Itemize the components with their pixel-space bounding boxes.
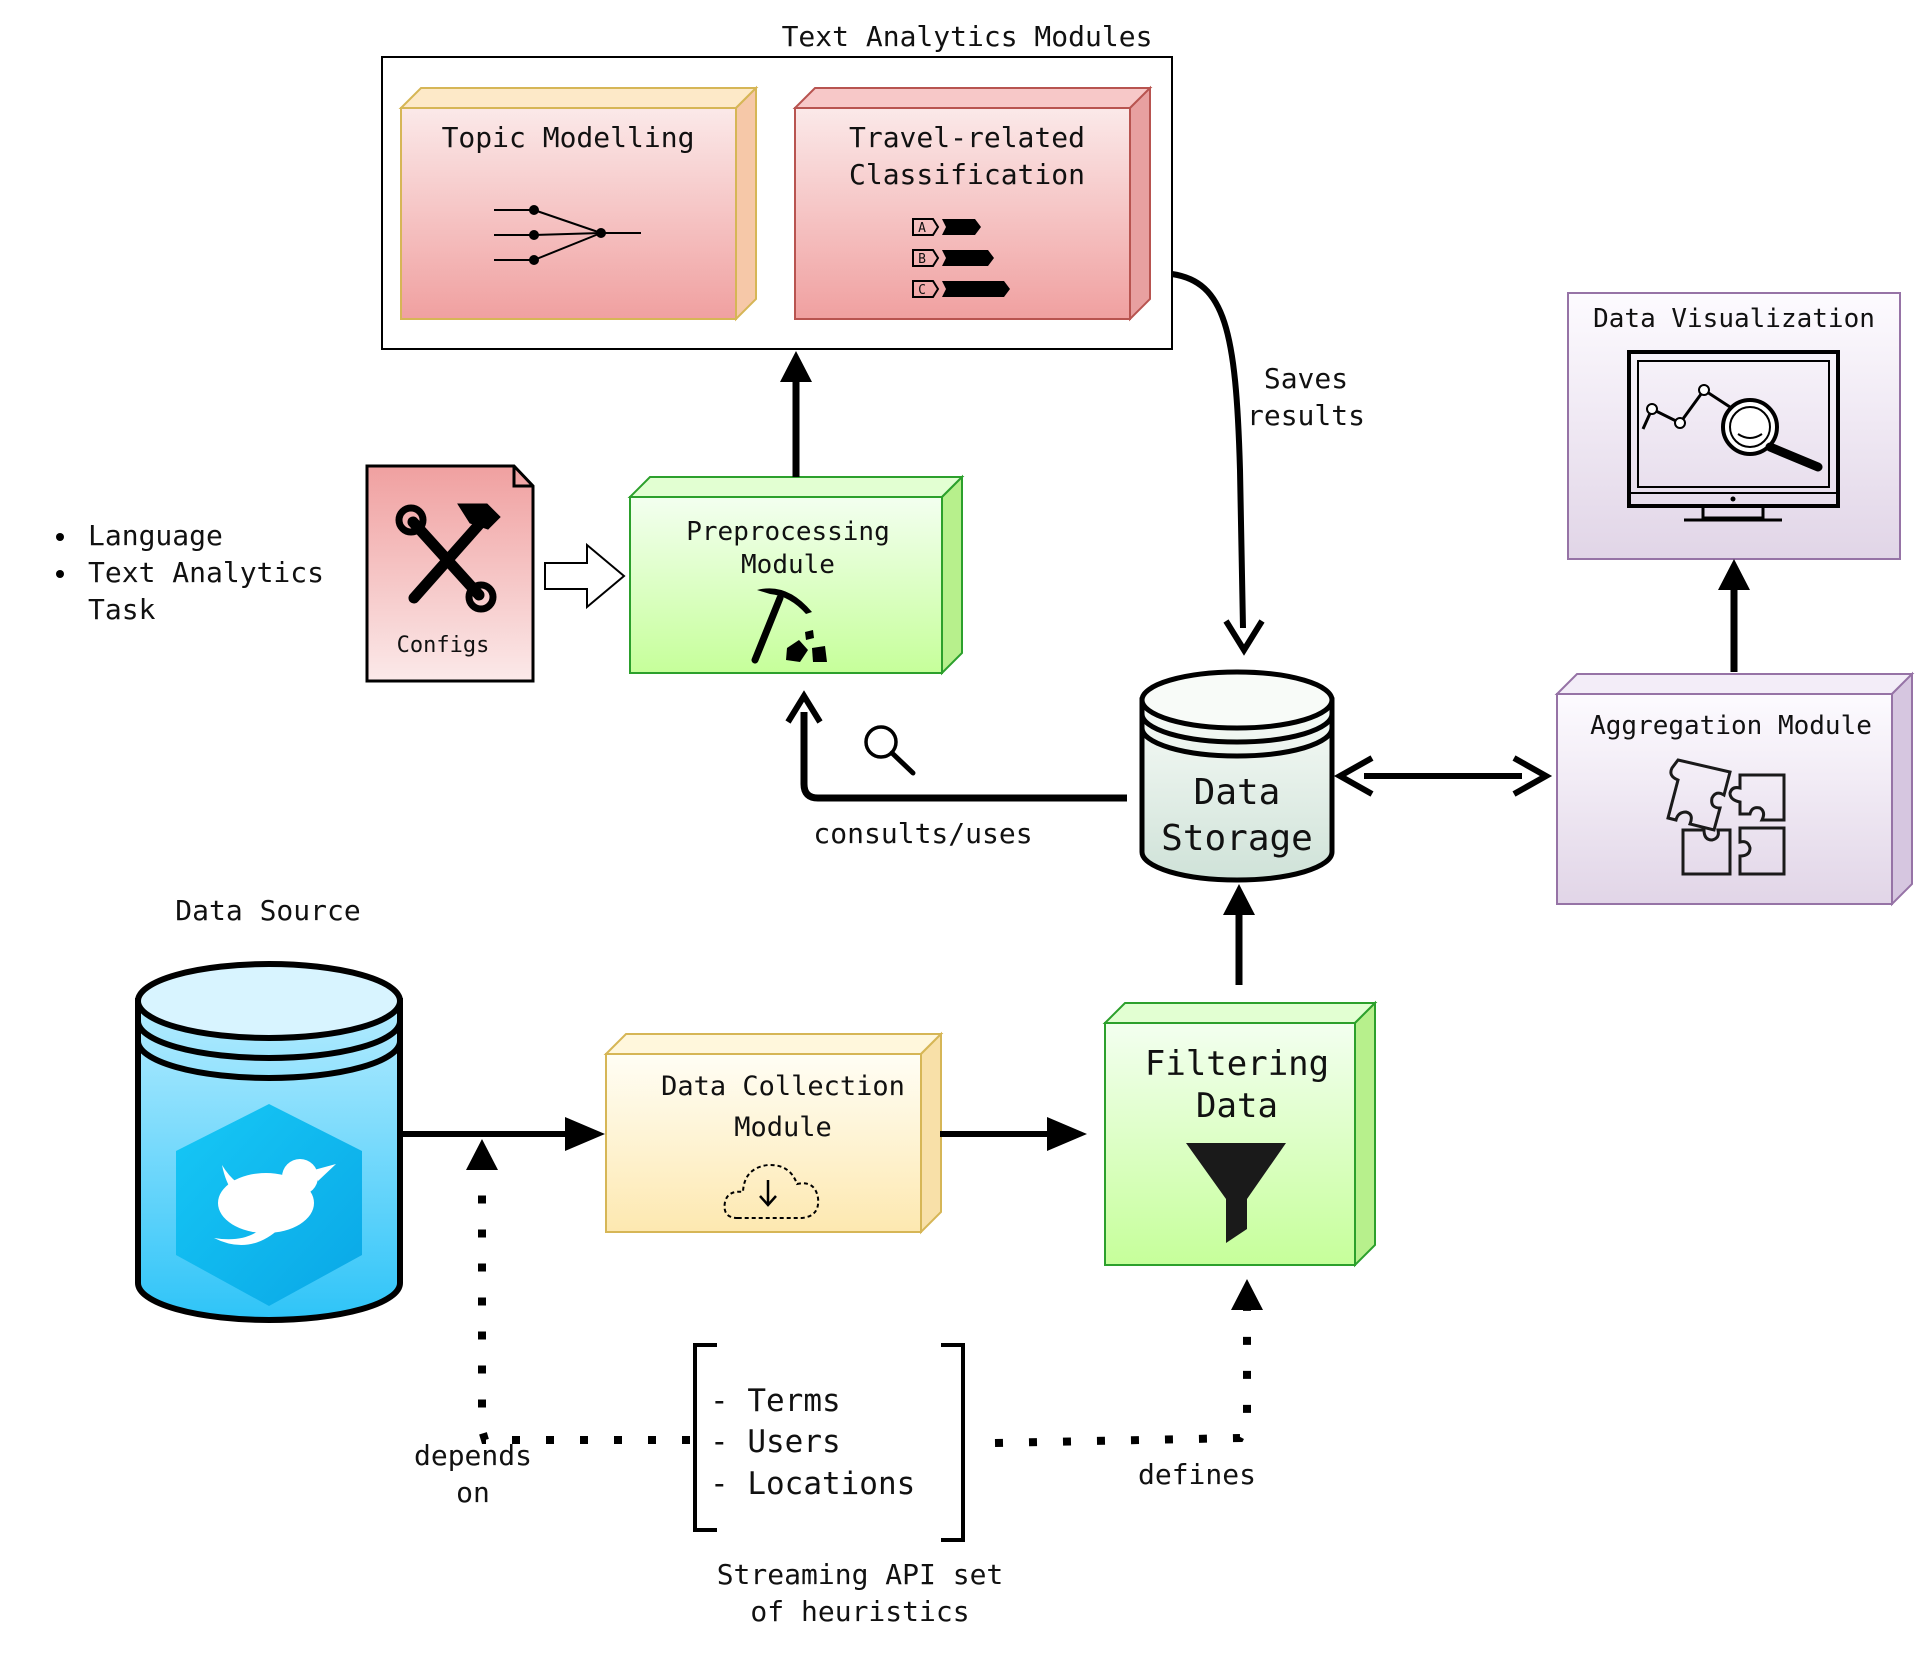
storage-aggregation-arrow xyxy=(1333,755,1553,797)
class-label-b: B xyxy=(918,252,926,267)
configs-label: Configs xyxy=(397,633,490,658)
saves-results-line2: results xyxy=(1247,399,1365,432)
topic-modelling-label: Topic Modelling xyxy=(442,121,695,154)
consults-uses-arrow xyxy=(785,690,1127,802)
saves-results-arrow xyxy=(1171,271,1265,656)
twitter-bird-icon xyxy=(214,1159,336,1246)
topic-modelling-module: Topic Modelling xyxy=(398,85,759,322)
tools-icon xyxy=(395,503,501,613)
collection-to-filtering-arrow xyxy=(940,1117,1087,1151)
heuristics-caption-line1: Streaming API set xyxy=(717,1558,1004,1591)
preprocessing-label-line2: Module xyxy=(741,550,835,580)
pickaxe-icon xyxy=(751,588,827,664)
source-to-collection-arrow xyxy=(402,1117,605,1151)
saves-results-line1: Saves xyxy=(1264,362,1348,395)
filtering-line1: Filtering xyxy=(1145,1044,1329,1084)
class-label-c: C xyxy=(918,283,926,298)
preprocessing-to-analytics-arrow xyxy=(780,351,812,477)
data-storage: Data Storage xyxy=(1139,669,1335,883)
puzzle-icon xyxy=(1666,758,1786,876)
aggregation-to-visualization-arrow xyxy=(1718,559,1750,672)
preprocessing-module: Preprocessing Module xyxy=(627,474,965,676)
aggregation-module: Aggregation Module xyxy=(1554,671,1915,907)
data-source-cylinder xyxy=(135,961,403,1323)
travel-classification-module: Travel-related Classification A B C xyxy=(792,85,1153,322)
travel-label-line2: Classification xyxy=(849,158,1085,191)
class-label-a: A xyxy=(918,221,926,236)
consults-uses-label: consults/uses xyxy=(813,817,1032,850)
depends-on-connector xyxy=(466,1139,690,1444)
configs-to-preprocessing-arrow xyxy=(544,542,626,610)
monitor-chart-icon xyxy=(1627,350,1840,522)
filtering-line2: Data xyxy=(1196,1086,1278,1126)
config-bullet-list: Language Text Analytics Task xyxy=(56,519,324,626)
bullet-text-analytics: Text Analytics xyxy=(88,556,324,589)
heuristics-bracket: - Terms - Users - Locations xyxy=(693,1343,965,1542)
filtering-module: Filtering Data xyxy=(1102,1000,1378,1268)
data-visualization-label: Data Visualization xyxy=(1593,304,1875,334)
preprocessing-label-line1: Preprocessing xyxy=(686,517,890,547)
heuristic-terms: - Terms xyxy=(710,1383,841,1419)
magnifier-icon xyxy=(864,725,916,776)
depends-on-line2: on xyxy=(456,1476,490,1509)
defines-connector xyxy=(994,1279,1263,1447)
defines-label: defines xyxy=(1138,1458,1256,1491)
heuristic-users: - Users xyxy=(710,1424,841,1460)
classification-bars-icon: A B C xyxy=(912,218,1010,298)
configs-document: Configs xyxy=(365,464,535,683)
data-storage-line1: Data xyxy=(1194,772,1281,813)
data-collection-module: Data Collection Module xyxy=(603,1031,944,1235)
data-collection-line1: Data Collection xyxy=(661,1071,905,1102)
cloud-download-icon xyxy=(723,1163,820,1219)
heuristic-locations: - Locations xyxy=(710,1466,915,1502)
travel-label-line1: Travel-related xyxy=(849,121,1085,154)
topic-network-icon xyxy=(494,205,641,265)
bullet-language: Language xyxy=(88,519,223,552)
data-source-label: Data Source xyxy=(175,894,360,927)
data-storage-line2: Storage xyxy=(1161,818,1313,859)
data-collection-line2: Module xyxy=(734,1112,832,1143)
data-visualization-module: Data Visualization xyxy=(1567,292,1901,560)
heuristics-caption-line2: of heuristics xyxy=(750,1595,969,1628)
filtering-to-storage-arrow xyxy=(1223,884,1255,985)
depends-on-line1: depends xyxy=(414,1439,532,1472)
aggregation-label: Aggregation Module xyxy=(1590,711,1872,741)
text-analytics-group: Text Analytics Modules Topic Modelling xyxy=(381,20,1173,350)
text-analytics-title: Text Analytics Modules xyxy=(782,20,1153,53)
funnel-icon xyxy=(1186,1143,1286,1243)
bullet-task: Task xyxy=(88,593,156,626)
